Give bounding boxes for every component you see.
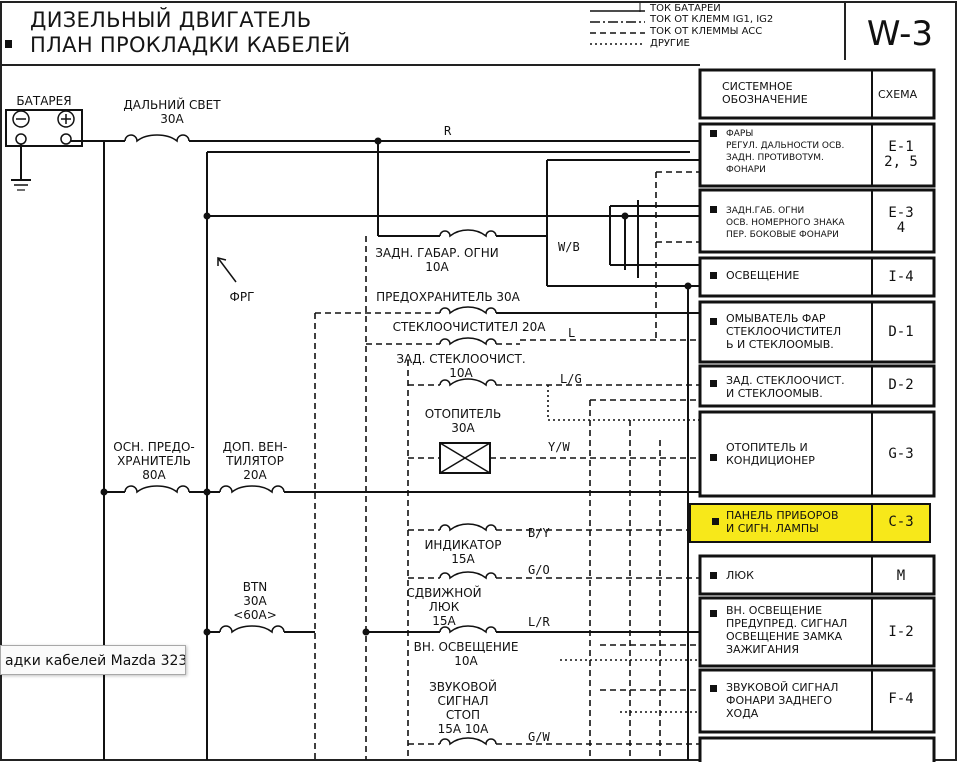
image-tooltip: адки кабелей Mazda 323 (0, 645, 186, 675)
legend-acc: ТОК ОТ КЛЕММЫ ACC (650, 26, 763, 37)
system-row-code: D-2 (888, 377, 914, 393)
wire-code: G/O (528, 563, 550, 577)
heater-fuse-label: ОТОПИТЕЛЬ 30A (424, 407, 502, 435)
indicator-fuse-label: ИНДИКАТОР 15A (424, 538, 502, 566)
battery-label: БАТАРЕЯ (16, 94, 72, 108)
row-bullet (710, 572, 717, 579)
wire-code: R (444, 124, 452, 138)
horn-stop-fuse-label: ЗВУКОВОЙ СИГНАЛ СТОП 15A 10A (429, 680, 497, 736)
sheet-code: W-3 (866, 14, 934, 54)
diagram-title: ДИЗЕЛЬНЫЙ ДВИГАТЕЛЬ (30, 8, 312, 32)
system-row-name: ФАРЫ РЕГУЛ. ДАЛЬНОСТИ ОСВ. ЗАДН. ПРОТИВО… (726, 129, 845, 175)
system-row-code: D-1 (888, 324, 914, 340)
system-row-code: E-3 4 (888, 205, 914, 236)
legend-ig: ТОК ОТ КЛЕММ IG1, IG2 (650, 14, 774, 25)
system-row-code: I-4 (888, 269, 914, 285)
table-header-name: СИСТЕМНОЕ ОБОЗНАЧЕНИЕ (722, 80, 808, 106)
system-row-name: ВН. ОСВЕЩЕНИЕ ПРЕДУПРЕД. СИГНАЛ ОСВЕЩЕНИ… (726, 604, 848, 656)
fuse-30a-label: ПРЕДОХРАНИТЕЛЬ 30A (376, 290, 520, 304)
system-row-name: ЗАДН.ГАБ. ОГНИ ОСВ. НОМЕРНОГО ЗНАКА ПЕР.… (726, 206, 845, 240)
interior-fuse-label: ВН. ОСВЕЩЕНИЕ 10A (413, 640, 519, 668)
wiper-fuse-label: СТЕКЛООЧИСТИТЕЛ 20A (392, 320, 546, 334)
wire-code: B/Y (528, 526, 550, 540)
system-row-name: ОСВЕЩЕНИЕ (726, 269, 800, 282)
wire-code: W/B (558, 240, 580, 254)
wire-code: L/R (528, 615, 550, 629)
btn-fuse-label: BTN 30A <60A> (233, 580, 277, 622)
system-row-name: ОТОПИТЕЛЬ И КОНДИЦИОНЕР (726, 441, 815, 467)
system-row-name: ОМЫВАТЕЛЬ ФАР СТЕКЛООЧИСТИТЕЛ Ь И СТЕКЛО… (726, 312, 842, 351)
row-bullet (710, 610, 717, 617)
system-row-name: ЗВУКОВОЙ СИГНАЛ ФОНАРИ ЗАДНЕГО ХОДА (726, 681, 839, 720)
frg-label: ФРГ (229, 290, 255, 304)
row-bullet (710, 685, 717, 692)
sunroof-fuse-label: СДВИЖНОЙ ЛЮК 15A (406, 586, 482, 628)
legend-other: ДРУГИЕ (650, 38, 690, 49)
wire-code: L/G (560, 372, 582, 386)
row-bullet (710, 318, 717, 325)
table-header-code: СХЕМА (878, 88, 918, 101)
row-bullet (712, 518, 719, 525)
row-bullet (710, 380, 717, 387)
fan-fuse-label: ДОП. ВЕН- ТИЛЯТОР 20A (222, 440, 288, 482)
row-bullet (710, 272, 717, 279)
row-bullet (710, 130, 717, 137)
wire-code: G/W (528, 730, 550, 744)
diagram-subtitle: ПЛАН ПРОКЛАДКИ КАБЕЛЕЙ (30, 33, 351, 57)
system-row-code-highlighted: C-3 (888, 514, 914, 530)
row-bullet (710, 454, 717, 461)
system-row-code: M (896, 568, 906, 584)
system-row-code: E-1 2, 5 (884, 139, 918, 170)
legend-battery: ТОК БАТАРЕИ (650, 3, 721, 14)
main-beam-label: ДАЛЬНИЙ СВЕТ 30A (123, 98, 221, 126)
system-row-name-highlighted: ПАНЕЛЬ ПРИБОРОВ И СИГН. ЛАМПЫ (726, 509, 839, 535)
system-row-code: G-3 (888, 446, 914, 462)
row-bullet (710, 206, 717, 213)
wire-code: Y/W (548, 440, 570, 454)
system-row-code: F-4 (888, 691, 914, 707)
system-row-name: ЗАД. СТЕКЛООЧИСТ. И СТЕКЛООМЫВ. (726, 374, 845, 400)
system-row-name: ЛЮК (726, 569, 754, 582)
tail-lights-fuse-label: ЗАДН. ГАБАР. ОГНИ 10A (375, 246, 499, 274)
main-fuse-label: ОСН. ПРЕДО- ХРАНИТЕЛЬ 80A (113, 440, 195, 482)
system-row-code: I-2 (888, 624, 914, 640)
wire-code: L (568, 326, 576, 340)
rear-wiper-fuse-label: ЗАД. СТЕКЛООЧИСТ. 10A (396, 352, 526, 380)
